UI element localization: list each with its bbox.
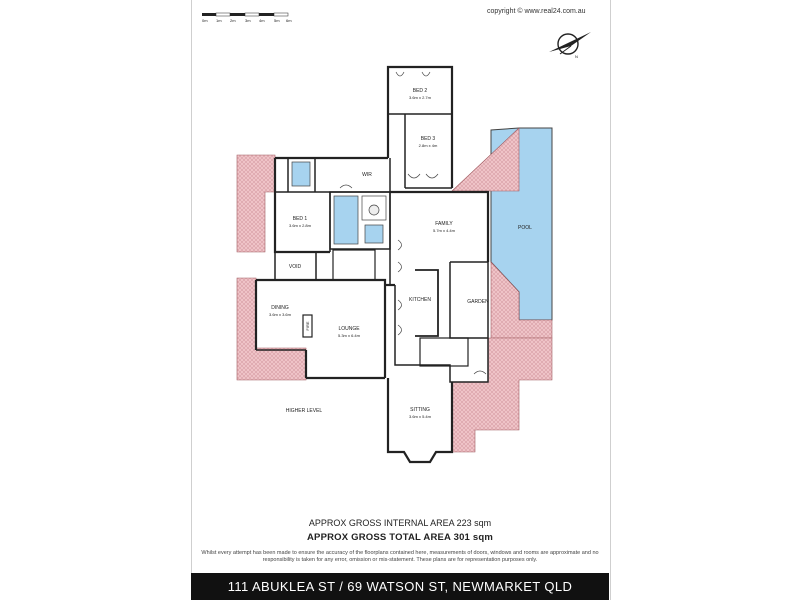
room-wir-name: WIR — [362, 172, 372, 178]
room-bed1-name: BED 1 — [293, 216, 308, 222]
total-area-text: APPROX GROSS TOTAL AREA 301 sqm — [306, 532, 494, 543]
scale-tick: 1m — [216, 18, 222, 23]
scale-bar: 0m 1m 2m 3m 4m 5m 6m — [202, 12, 292, 23]
room-pool-name: POOL — [518, 225, 532, 231]
room-bed3-dims: 2.8m x 4m — [419, 143, 438, 148]
scale-tick: 3m — [245, 18, 251, 23]
room-lounge-dims: 5.3m x 6.4m — [338, 333, 361, 338]
room-sitting-dims: 3.6m x 5.4m — [409, 414, 432, 419]
room-bed2-dims: 3.6m x 2.7m — [409, 95, 432, 100]
svg-text:N: N — [575, 54, 578, 59]
room-bed3-name: BED 3 — [421, 136, 436, 142]
scale-tick: 5m — [274, 18, 280, 23]
room-garden-name: GARDEN — [467, 299, 489, 305]
copyright-text: copyright © www.real24.com.au — [487, 8, 586, 15]
compass-icon: N — [549, 32, 591, 59]
fixtures — [291, 71, 487, 375]
room-family-name: FAMILY — [435, 221, 453, 227]
room-lounge-name: LOUNGE — [338, 326, 360, 332]
room-labels: BED 2 3.6m x 2.7m BED 3 2.8m x 4m WIR BE… — [269, 88, 532, 419]
room-dining-dims: 3.6m x 3.6m — [269, 312, 292, 317]
scale-tick: 0m — [202, 18, 208, 23]
room-family-dims: 5.7m x 4.4m — [433, 228, 456, 233]
room-kitchen-name: KITCHEN — [409, 297, 431, 303]
scale-tick: 2m — [230, 18, 236, 23]
room-dining-name: DINING — [271, 305, 289, 311]
internal-area-text: APPROX GROSS INTERNAL AREA 223 sqm — [308, 518, 492, 528]
scale-tick: 6m — [286, 18, 292, 23]
room-bed1-dims: 3.6m x 2.8m — [289, 223, 312, 228]
level-label: HIGHER LEVEL — [286, 408, 323, 414]
room-bed2-name: BED 2 — [413, 88, 428, 94]
room-fire-name: FIRE — [305, 321, 310, 330]
room-sitting-name: SITTING — [410, 407, 430, 413]
scale-tick: 4m — [259, 18, 265, 23]
floorplan-walls — [254, 65, 490, 464]
address-footer: 111 ABUKLEA ST / 69 WATSON ST, NEWMARKET… — [191, 573, 609, 600]
room-void-name: VOID — [289, 264, 302, 270]
deck-areas — [236, 127, 553, 453]
disclaimer-text: Whilst every attempt has been made to en… — [201, 550, 599, 563]
address-text: 111 ABUKLEA ST / 69 WATSON ST, NEWMARKET… — [227, 579, 573, 594]
